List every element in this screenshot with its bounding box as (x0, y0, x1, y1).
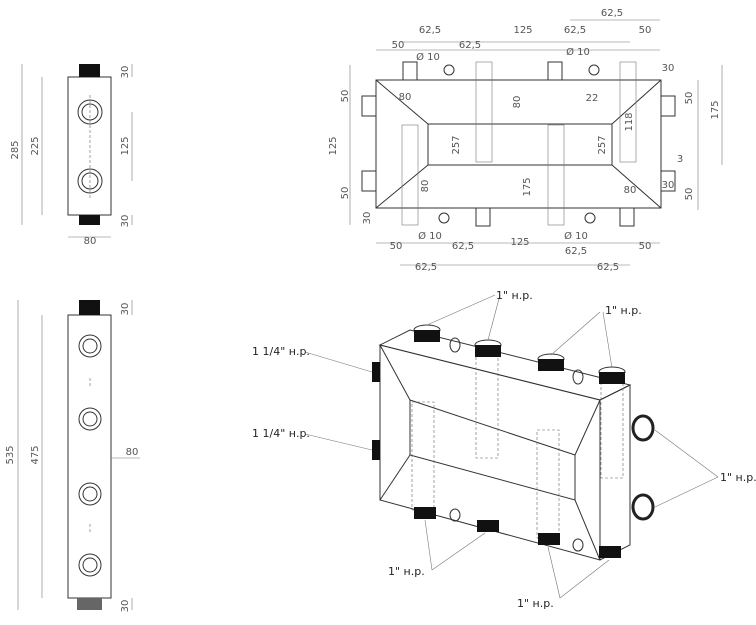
dim-left-2: 125 (328, 136, 339, 155)
front-view: 62,5 50 62,5 125 62,5 50 62,5 Ø 10 Ø 10 … (328, 8, 723, 273)
dim-top-2: 50 (392, 40, 405, 51)
dim-inner-12: 3 (677, 154, 683, 165)
dim-inner-3: 257 (451, 135, 462, 154)
dim-side-large-width: 80 (126, 447, 139, 458)
dim-inner-7: 30 (662, 63, 675, 74)
dim-left-3: 50 (340, 187, 351, 200)
label-left-2: 1 1/4" н.р. (252, 427, 310, 440)
label-bottom-1: 1" н.р. (388, 565, 425, 578)
dim-top-1: 62,5 (419, 25, 441, 36)
dim-bottom-2: 62,5 (452, 241, 474, 252)
dim-inner-9: 118 (624, 112, 635, 131)
dim-side-small-width: 80 (84, 236, 97, 247)
dim-top-6: 50 (639, 25, 652, 36)
dim-side-small-bottom: 30 (120, 215, 131, 228)
dim-left-4: 30 (362, 212, 373, 225)
dim-left-1: 50 (340, 90, 351, 103)
label-left-1: 1 1/4" н.р. (252, 345, 310, 358)
label-top-2: 1" н.р. (605, 304, 642, 317)
dia-4: Ø 10 (564, 230, 588, 242)
dim-side-large-top: 30 (120, 303, 131, 316)
dim-side-large-inner: 475 (30, 445, 41, 464)
dim-bottom-4: 62,5 (565, 246, 587, 257)
dim-inner-10: 80 (624, 185, 637, 196)
dim-bottom2-1: 62,5 (415, 262, 437, 273)
dim-inner-4: 80 (512, 96, 523, 109)
dim-right-2: 50 (684, 188, 695, 201)
dim-bottom-3: 125 (510, 237, 529, 248)
dim-inner-8: 22 (586, 93, 599, 104)
dia-2: Ø 10 (566, 46, 590, 58)
dim-bottom-5: 50 (639, 241, 652, 252)
isometric-view: 1" н.р. 1" н.р. 1 1/4" н.р. 1 1/4" н.р. … (252, 289, 756, 610)
side-view-large: 535 475 30 30 80 (5, 300, 140, 612)
label-bottom-2: 1" н.р. (517, 597, 554, 610)
dim-top-5: 62,5 (564, 25, 586, 36)
dim-inner-5: 175 (522, 177, 533, 196)
dim-side-large-total: 535 (5, 445, 16, 464)
dim-top-3: 62,5 (459, 40, 481, 51)
side-view-small: 285 225 125 30 30 80 (10, 64, 133, 247)
label-right: 1" н.р. (720, 471, 756, 484)
dim-right-3: 175 (710, 100, 721, 119)
dim-inner-11: 30 (662, 180, 675, 191)
dim-inner-2: 80 (420, 180, 431, 193)
dim-bottom-1: 50 (390, 241, 403, 252)
dim-side-small-total: 285 (10, 140, 21, 159)
label-top-1: 1" н.р. (496, 289, 533, 302)
dim-side-small-top: 30 (120, 66, 131, 79)
dim-inner-1: 80 (399, 92, 412, 103)
dim-side-small-spacing: 125 (120, 136, 131, 155)
dim-side-large-bottom: 30 (120, 600, 131, 613)
dim-side-small-inner: 225 (30, 136, 41, 155)
dia-3: Ø 10 (418, 230, 442, 242)
dia-1: Ø 10 (416, 51, 440, 63)
dim-bottom2-2: 62,5 (597, 262, 619, 273)
dim-right-1: 50 (684, 92, 695, 105)
dim-top-7: 62,5 (601, 8, 623, 19)
dim-inner-6: 257 (597, 135, 608, 154)
dim-top-4: 125 (513, 25, 532, 36)
